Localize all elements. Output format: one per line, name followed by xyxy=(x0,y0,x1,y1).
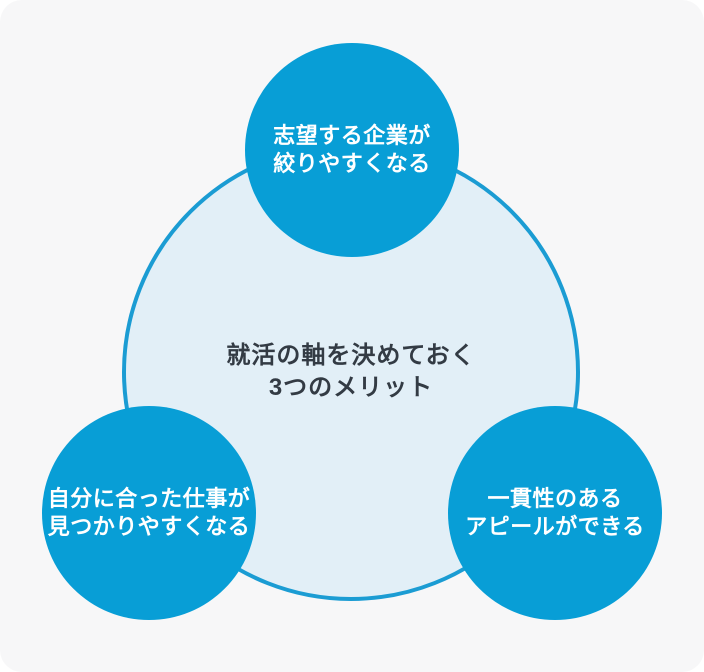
benefit-label-bottom-left: 自分に合った仕事が 見つかりやすくなる xyxy=(48,485,251,541)
benefit-bottom-left-line1: 自分に合った仕事が xyxy=(47,486,251,511)
diagram-title: 就活の軸を決めておく 3つのメリット xyxy=(226,340,475,404)
benefit-bottom-right-line1: 一貫性のある xyxy=(487,486,623,511)
benefit-circle-narrow-target-companies: 志望する企業が 絞りやすくなる xyxy=(245,43,459,257)
diagram-title-line2: 3つのメリット xyxy=(268,374,434,401)
diagram-title-line1: 就活の軸を決めておく xyxy=(226,342,476,369)
benefit-top-line2: 絞りやすくなる xyxy=(273,151,431,176)
benefit-bottom-left-line2: 見つかりやすくなる xyxy=(47,514,251,539)
benefit-label-bottom-right: 一貫性のある アピールができる xyxy=(465,485,645,541)
benefit-top-line1: 志望する企業が xyxy=(273,123,431,148)
benefit-bottom-right-line2: アピールができる xyxy=(465,514,645,539)
benefit-label-top: 志望する企業が 絞りやすくなる xyxy=(273,122,431,178)
benefit-circle-find-suitable-job: 自分に合った仕事が 見つかりやすくなる xyxy=(42,406,256,620)
benefit-circle-consistent-appeal: 一貫性のある アピールができる xyxy=(448,406,662,620)
